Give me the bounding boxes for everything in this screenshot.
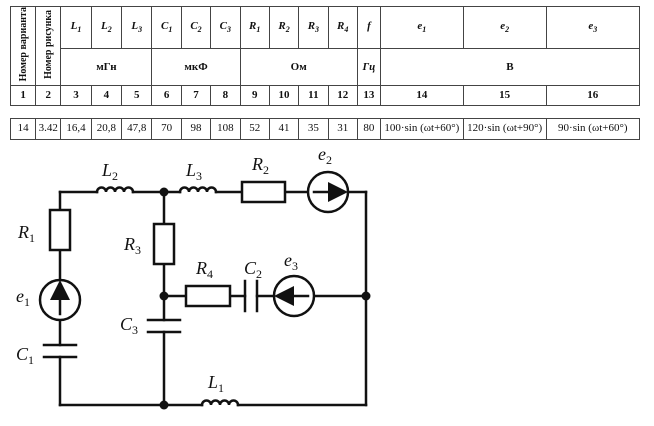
header-r2: R2 <box>268 6 300 49</box>
col-num: 16 <box>545 84 641 106</box>
col-num: 12 <box>327 84 358 106</box>
unit-resistance: Ом <box>239 47 358 86</box>
header-variant: Номер варианта <box>9 6 37 86</box>
col-num: 1 <box>9 84 37 106</box>
label-r2: R2 <box>251 154 269 177</box>
table-cell: 16,4 <box>60 117 92 140</box>
col-num: 5 <box>121 84 153 106</box>
inductor-l1 <box>200 399 240 407</box>
table-cell: 20,8 <box>90 117 123 140</box>
resistor-r3 <box>152 222 176 266</box>
header-c1: C1 <box>151 6 182 49</box>
table-cell: 98 <box>180 117 212 140</box>
table-cell: 108 <box>210 117 241 140</box>
col-num: 7 <box>180 84 212 106</box>
col-num: 11 <box>298 84 329 106</box>
label-e2: e2 <box>318 144 332 167</box>
header-c2: C2 <box>180 6 212 49</box>
table-cell: 80 <box>356 117 381 140</box>
resistor-r2 <box>240 180 287 204</box>
col-num: 13 <box>356 84 381 106</box>
header-e1: e1 <box>379 6 464 49</box>
header-f: f <box>356 6 381 49</box>
col-num: 15 <box>462 84 547 106</box>
table-cell: 100·sin (ωt+60°) <box>379 117 464 140</box>
label-c2: C2 <box>244 258 262 281</box>
label-r4: R4 <box>195 258 213 281</box>
inductor-l3 <box>178 186 218 194</box>
table-cell: 90·sin (ωt+60°) <box>545 117 641 140</box>
junction-node <box>361 291 371 301</box>
label-r3: R3 <box>123 234 141 257</box>
col-num: 3 <box>60 84 92 106</box>
header-r3: R3 <box>298 6 329 49</box>
col-num: 2 <box>35 84 62 106</box>
table-cell: 70 <box>151 117 182 140</box>
junction-node <box>159 400 169 410</box>
header-e3: e3 <box>545 6 641 49</box>
label-l1: L1 <box>207 372 224 395</box>
unit-capacitance: мкФ <box>151 47 241 86</box>
circuit-diagram: L2 L3 R2 e2 R1 R3 R4 C2 e3 e1 C3 C1 L1 <box>16 144 371 410</box>
header-r4: R4 <box>327 6 358 49</box>
unit-frequency: Гц <box>356 47 381 86</box>
table-cell: 14 <box>9 117 37 140</box>
label-c3: C3 <box>120 314 138 337</box>
label-e3: e3 <box>284 250 298 273</box>
header-c3: C3 <box>210 6 241 49</box>
table-cell: 3.42 <box>35 117 62 140</box>
col-num: 9 <box>239 84 270 106</box>
table-gap <box>10 104 640 119</box>
col-num: 8 <box>210 84 241 106</box>
col-num: 6 <box>151 84 182 106</box>
header-r1: R1 <box>239 6 270 49</box>
header-l2: L2 <box>90 6 123 49</box>
table-cell: 35 <box>298 117 329 140</box>
label-r1: R1 <box>17 222 35 245</box>
header-figure: Номер рисунка <box>35 6 62 86</box>
label-c1: C1 <box>16 344 34 367</box>
table-cell: 31 <box>327 117 358 140</box>
resistor-r1 <box>48 208 72 252</box>
table-cell: 52 <box>239 117 270 140</box>
table-cell: 120·sin (ωt+90°) <box>462 117 547 140</box>
header-l1: L1 <box>60 6 92 49</box>
junction-node <box>159 291 169 301</box>
unit-inductance: мГн <box>60 47 153 86</box>
label-e1: e1 <box>16 286 30 309</box>
col-num: 14 <box>379 84 464 106</box>
label-l2: L2 <box>101 160 118 183</box>
resistor-r4 <box>184 284 232 308</box>
header-l3: L3 <box>121 6 153 49</box>
col-num: 4 <box>90 84 123 106</box>
junction-node <box>159 187 169 197</box>
table-cell: 41 <box>268 117 300 140</box>
parameter-table: Номер варианта Номер рисунка L1 L2 L3 C1… <box>9 6 641 140</box>
header-e2: e2 <box>462 6 547 49</box>
inductor-l2 <box>95 186 135 194</box>
table-cell: 47,8 <box>121 117 153 140</box>
label-l3: L3 <box>185 160 202 183</box>
unit-voltage: В <box>379 47 641 86</box>
parameter-table-container: Номер варианта Номер рисунка L1 L2 L3 C1… <box>9 6 641 140</box>
col-num: 10 <box>268 84 300 106</box>
